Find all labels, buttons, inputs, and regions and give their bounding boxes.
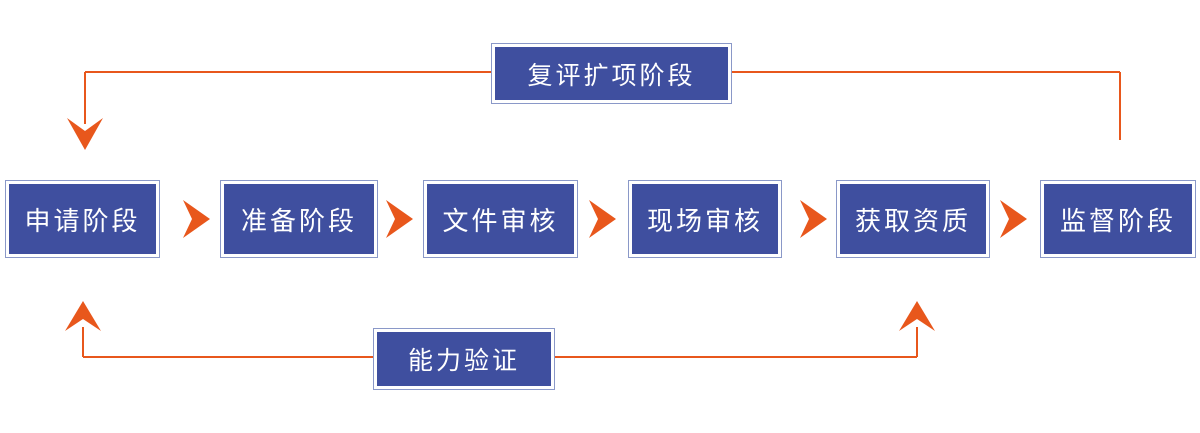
flow-box-label: 准备阶段 — [224, 184, 374, 254]
chevron-down-icon — [67, 118, 103, 150]
flow-box-preparation-stage: 准备阶段 — [220, 180, 378, 258]
feedback-box-label: 能力验证 — [377, 332, 551, 386]
flow-box-label: 现场审核 — [632, 184, 778, 254]
flow-box-obtain-qualification: 获取资质 — [836, 180, 990, 258]
flow-box-onsite-review: 现场审核 — [628, 180, 782, 258]
feedback-box-label: 复评扩项阶段 — [495, 47, 728, 100]
feedback-box-reassessment-expansion: 复评扩项阶段 — [491, 43, 732, 104]
chevron-right-icon — [183, 200, 210, 238]
chevron-right-icon — [1000, 200, 1027, 238]
flow-box-label: 监督阶段 — [1044, 184, 1192, 254]
flow-box-label: 获取资质 — [840, 184, 986, 254]
chevron-up-icon — [65, 301, 101, 331]
flow-box-label: 文件审核 — [427, 184, 574, 254]
chevron-right-icon — [386, 200, 413, 238]
feedback-box-proficiency-testing: 能力验证 — [373, 328, 555, 390]
chevron-right-icon — [800, 200, 827, 238]
flow-box-application-stage: 申请阶段 — [5, 180, 160, 258]
flow-box-label: 申请阶段 — [9, 184, 156, 254]
flow-box-supervision-stage: 监督阶段 — [1040, 180, 1196, 258]
chevron-up-icon — [899, 301, 935, 331]
chevron-right-icon — [589, 200, 616, 238]
flow-box-document-review: 文件审核 — [423, 180, 578, 258]
